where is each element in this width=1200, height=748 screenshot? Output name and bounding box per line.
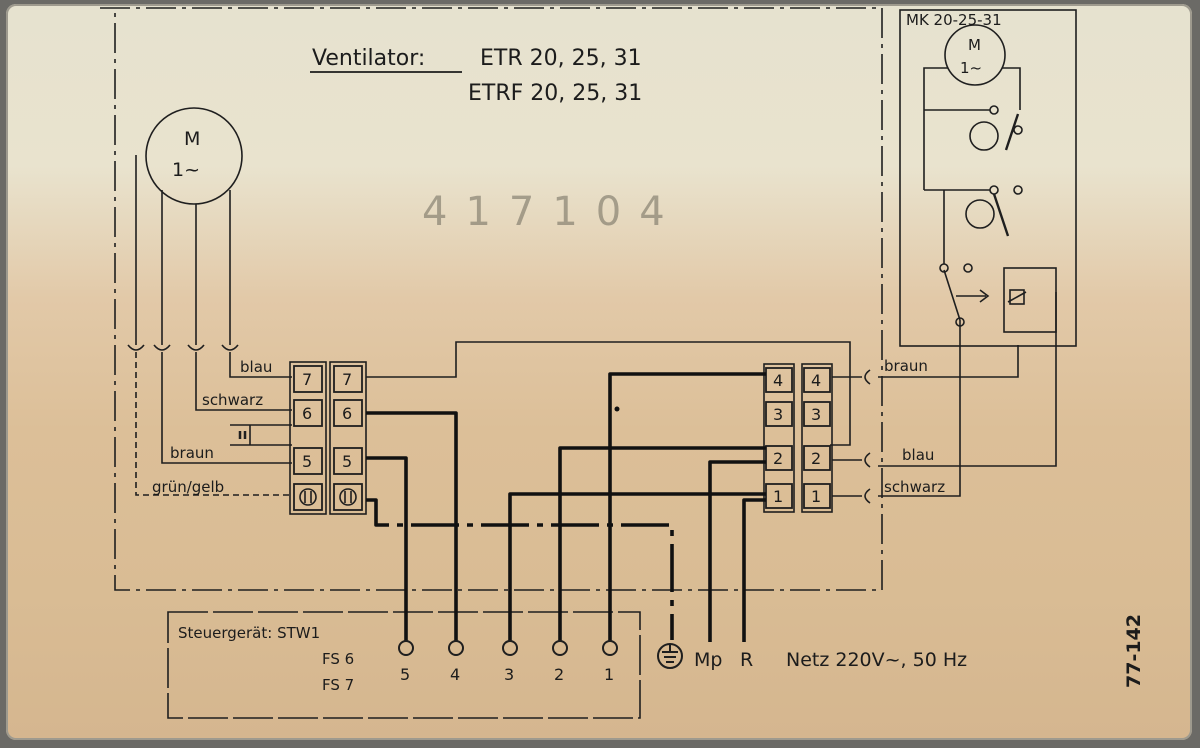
- bottom-terminal-1: 1: [604, 665, 614, 684]
- label-r: R: [740, 649, 753, 671]
- wire-schwarz-right: [878, 320, 961, 497]
- main-motor-phase: 1~: [172, 159, 200, 181]
- right-terminal-4b: 4: [811, 371, 821, 390]
- main-motor-m: M: [184, 128, 200, 150]
- wire-6-to-4: [366, 411, 458, 642]
- controller-label: Steuergerät: STW1: [178, 624, 320, 642]
- right-terminal-1b: 1: [811, 487, 821, 506]
- capacitor-plates: [238, 431, 247, 439]
- right-terminal-col-b: [801, 363, 833, 513]
- wire-braun-right: [878, 345, 1019, 378]
- wire-earth: [366, 498, 674, 640]
- wire-schwarz: [195, 352, 292, 411]
- controller-frame: [167, 611, 641, 719]
- wire-5-to-5: [366, 456, 408, 642]
- main-frame: [100, 7, 883, 591]
- right-terminal-1a: 1: [773, 487, 783, 506]
- label-blau-right: blau: [902, 446, 934, 464]
- doc-number: 77-142: [1123, 614, 1145, 688]
- mk-motor-m: M: [968, 36, 981, 54]
- wire-1-to-3: [508, 492, 766, 642]
- stamp-number: 417104: [422, 189, 683, 235]
- label-mp: Mp: [694, 649, 722, 671]
- bottom-terminal-4: 4: [450, 665, 460, 684]
- label-schwarz-right: schwarz: [884, 478, 945, 496]
- controller-fs7: FS 7: [322, 676, 354, 694]
- bottom-terminal-2: 2: [554, 665, 564, 684]
- capacitor-wiring: [230, 424, 292, 446]
- wire-blau-right: [878, 292, 1057, 467]
- mk-motor-circle: [944, 24, 1006, 86]
- left-terminal-5b: 5: [342, 452, 352, 471]
- wire-4-to-1: [608, 372, 766, 642]
- title-label: Ventilator:: [312, 46, 425, 71]
- relay-arrow: [956, 289, 990, 303]
- right-terminal-4a: 4: [773, 371, 783, 390]
- mk-frame: [899, 9, 1077, 347]
- mk-thermostat-2: [965, 199, 995, 229]
- left-terminal-col-a: [289, 361, 327, 515]
- earth-symbol-a: [299, 488, 317, 506]
- label-netz: Netz 220V~, 50 Hz: [786, 649, 967, 671]
- label-blau-left: blau: [240, 358, 272, 376]
- right-terminal-3a: 3: [773, 405, 783, 424]
- mk-title: MK 20-25-31: [906, 11, 1002, 29]
- wire-braun: [161, 352, 292, 464]
- wire-blau: [229, 352, 292, 378]
- left-terminal-6b: 6: [342, 404, 352, 423]
- left-terminal-7a: 7: [302, 370, 312, 389]
- connector-cups: [127, 344, 239, 351]
- right-connector-cups: [864, 369, 871, 504]
- label-braun-right: braun: [884, 357, 928, 375]
- earth-symbol-b: [339, 488, 357, 506]
- right-terminal-2a: 2: [773, 449, 783, 468]
- bottom-terminal-5: 5: [400, 665, 410, 684]
- wire-mp: [708, 460, 766, 642]
- left-terminal-7b: 7: [342, 370, 352, 389]
- relay-coil-frame: [1003, 267, 1057, 333]
- left-terminal-5a: 5: [302, 452, 312, 471]
- wire-gruengelb: [135, 352, 292, 496]
- left-terminal-col-b: [329, 361, 367, 515]
- title-line-1: ETR 20, 25, 31: [480, 46, 642, 71]
- title-line-2: ETRF 20, 25, 31: [468, 81, 642, 106]
- mk-motor-phase: 1~: [960, 59, 982, 77]
- relay-coil: [1009, 289, 1025, 305]
- controller-fs6: FS 6: [322, 650, 354, 668]
- label-braun-left: braun: [170, 444, 214, 462]
- right-terminal-3b: 3: [811, 405, 821, 424]
- label-gruengelb: grün/gelb: [152, 478, 224, 496]
- right-terminal-col-a: [763, 363, 795, 513]
- mk-thermostat-1: [969, 121, 999, 151]
- wire-7-to-2: [366, 341, 851, 446]
- right-terminal-2b: 2: [811, 449, 821, 468]
- wire-r: [742, 498, 766, 642]
- bottom-terminal-3: 3: [504, 665, 514, 684]
- label-schwarz-left: schwarz: [202, 391, 263, 409]
- wire-2-to-2: [558, 446, 766, 642]
- main-motor-circle: [145, 107, 243, 205]
- left-terminal-6a: 6: [302, 404, 312, 423]
